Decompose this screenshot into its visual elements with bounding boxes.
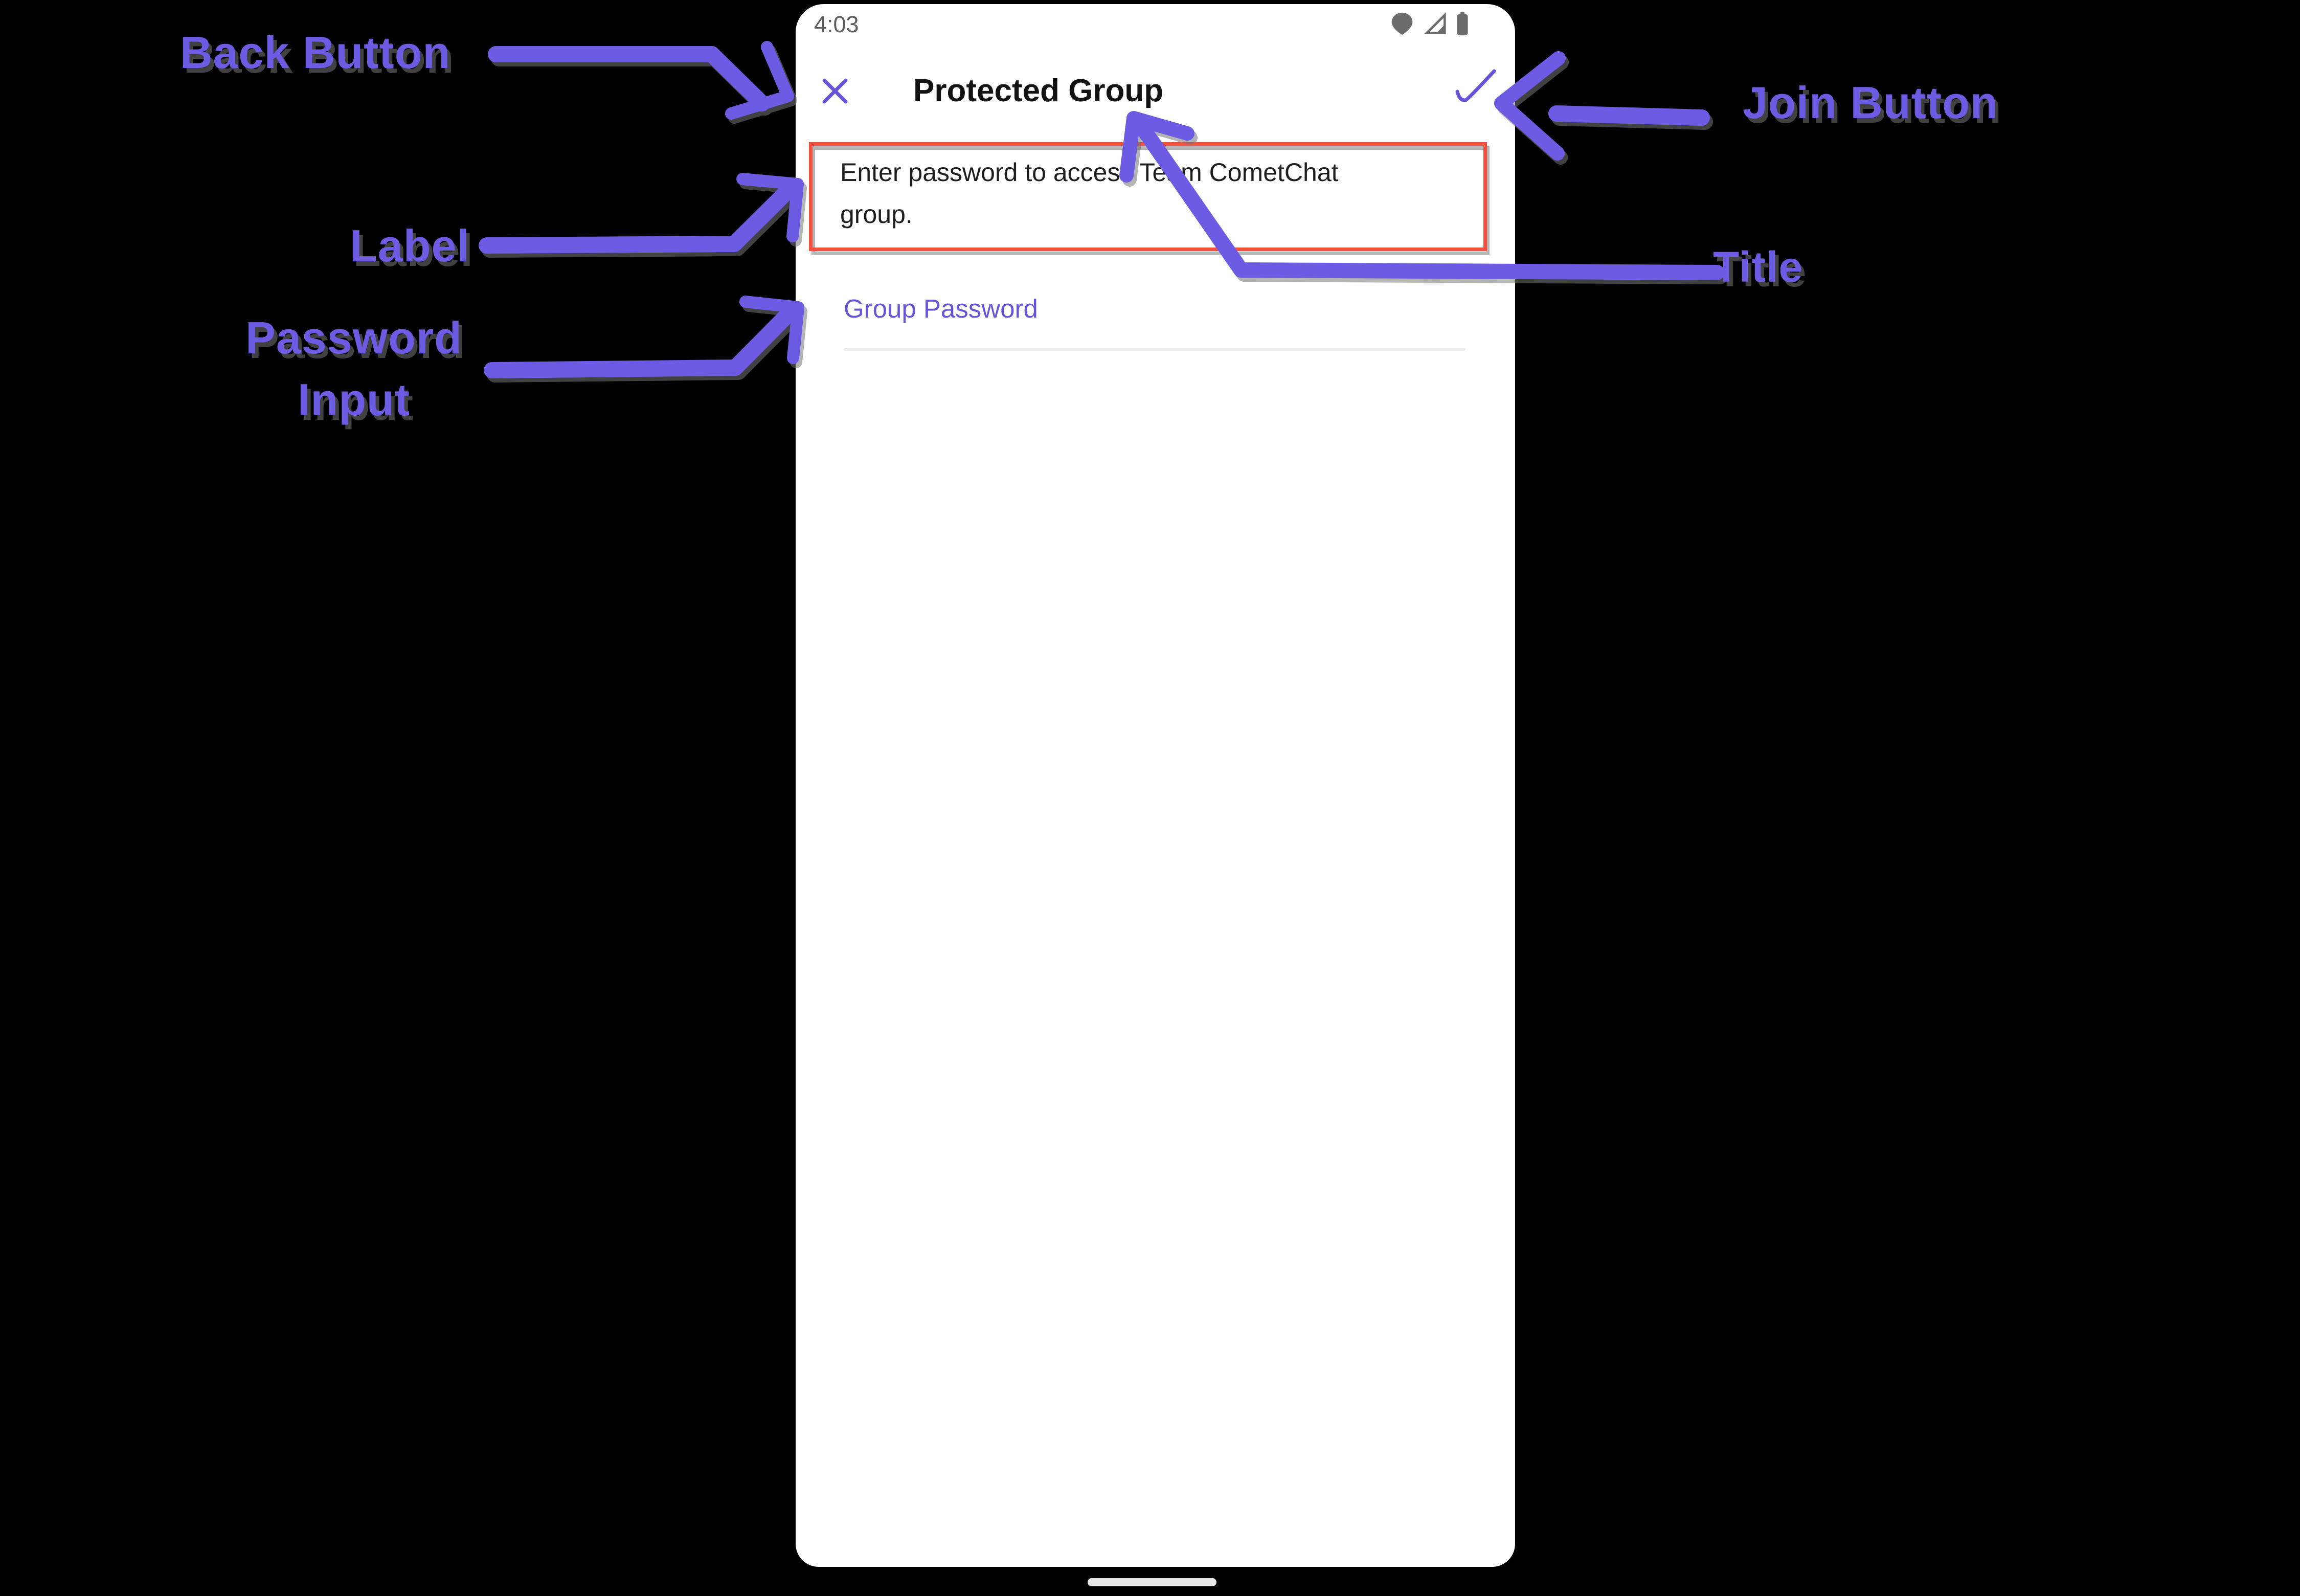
label-arrow xyxy=(479,173,804,254)
status-bar: 4:03 xyxy=(796,4,1515,50)
battery-icon xyxy=(1457,11,1468,36)
password-input-underline xyxy=(844,348,1465,351)
annotation-back-button: Back Button xyxy=(180,27,451,78)
page-title: Protected Group xyxy=(913,73,1164,108)
annotation-password-input-line1: Password xyxy=(245,312,462,363)
wifi-icon xyxy=(1391,12,1413,35)
password-input[interactable]: Group Password xyxy=(843,294,1468,352)
back-button-arrow xyxy=(488,41,794,120)
annotation-password-input-line2: Input xyxy=(297,374,410,425)
annotation-join-button: Join Button xyxy=(1743,77,1998,128)
check-icon xyxy=(1455,69,1496,102)
join-button[interactable] xyxy=(1451,65,1500,115)
annotation-label: Label xyxy=(350,220,470,271)
close-icon xyxy=(822,78,848,103)
group-access-label: Enter password to access Team CometChat … xyxy=(840,151,1339,235)
back-button[interactable] xyxy=(818,75,852,108)
annotation-password-input: Password Input xyxy=(175,307,533,431)
cellular-signal-icon xyxy=(1424,12,1446,34)
password-input-arrow xyxy=(484,296,804,378)
home-indicator[interactable] xyxy=(1088,1578,1216,1586)
group-access-label-line1: Enter password to access Team CometChat xyxy=(840,158,1339,187)
group-access-label-line2: group. xyxy=(840,200,913,229)
join-button-arrow xyxy=(1494,51,1710,161)
annotation-title: Title xyxy=(1713,243,1803,291)
password-input-label: Group Password xyxy=(844,294,1038,323)
phone-screen: 4:03 Protected Group xyxy=(796,4,1515,1567)
status-time: 4:03 xyxy=(814,11,859,37)
status-icons xyxy=(1388,10,1470,37)
